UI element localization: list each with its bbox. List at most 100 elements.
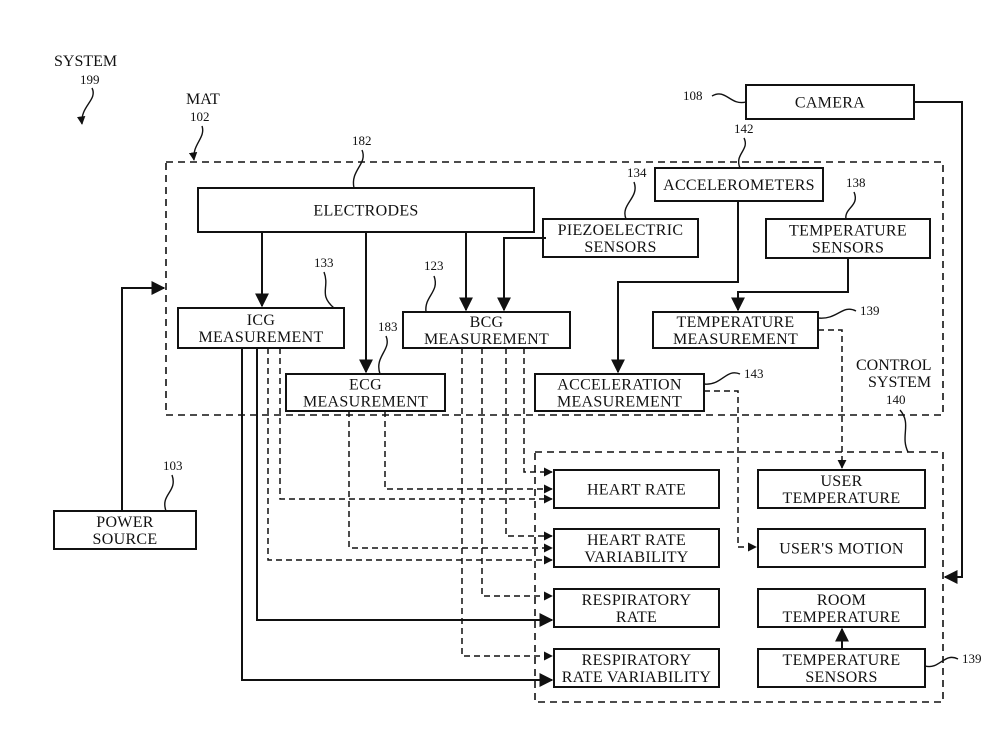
ref-icg: 133 — [314, 255, 334, 270]
block-piezo-box — [542, 218, 699, 258]
dash-ecg-hrv — [348, 411, 553, 553]
leader-power — [164, 474, 174, 512]
leader-temp-sensors-ctrl — [924, 656, 959, 668]
leader-ecg — [378, 335, 388, 375]
block-camera-label-1: CAMERA — [795, 95, 865, 112]
block-temp-sensors-mat-box — [765, 218, 931, 259]
line-tempsensors-tempmeas — [731, 258, 849, 312]
block-temp-meas-label-2: MEASUREMENT — [673, 331, 798, 348]
mat-ref: 102 — [190, 109, 210, 124]
mat-label: MAT — [186, 91, 220, 108]
block-user-motion-label-1: USER'S MOTION — [779, 541, 904, 558]
ref-bcg: 123 — [424, 258, 444, 273]
ref-ecg: 183 — [378, 319, 398, 334]
block-resp-rate-label-1: RESPIRATORY — [582, 592, 692, 609]
line-piezo-bcg — [497, 237, 546, 312]
ref-accel-meas: 143 — [744, 366, 764, 381]
block-room-temp-box — [757, 588, 926, 628]
control-system-label-line1: CONTROL — [856, 357, 932, 374]
block-piezo-label-2: SENSORS — [584, 239, 656, 256]
leader-camera — [711, 93, 747, 104]
block-power-label-2: SOURCE — [93, 531, 158, 548]
solid-connections — [121, 101, 963, 687]
control-system-label-line2: SYSTEM — [868, 374, 931, 391]
line-power-mat — [121, 281, 166, 511]
block-room-temp-label-2: TEMPERATURE — [783, 609, 901, 626]
mat-leader — [188, 125, 204, 161]
dash-bcg-heartrate — [523, 348, 553, 477]
ref-accelerometers: 142 — [734, 121, 754, 136]
dash-tempmeas-usertemp — [818, 329, 847, 469]
block-icg-label-2: MEASUREMENT — [198, 329, 323, 346]
block-temp-sensors-ctrl-label-1: TEMPERATURE — [783, 652, 901, 669]
dash-icg-hrv — [267, 348, 553, 565]
block-hrv-label-1: HEART RATE — [587, 532, 686, 549]
block-accelerometers: ACCELEROMETERS — [654, 167, 824, 202]
block-temp-meas-box — [652, 311, 819, 349]
block-bcg-box — [402, 311, 571, 349]
block-power-box — [53, 510, 197, 550]
block-electrodes: ELECTRODES — [197, 187, 535, 233]
blocks-group: CAMERAACCELEROMETERSELECTRODESPIEZOELECT… — [53, 84, 931, 688]
dash-bcg-rrv — [461, 348, 553, 661]
ref-piezo: 134 — [627, 165, 647, 180]
block-resp-rate-box — [553, 588, 720, 628]
leader-accel-meas — [703, 372, 741, 385]
block-bcg-label-1: BCG — [470, 314, 504, 331]
block-accel-meas-box — [534, 373, 705, 412]
dashed-connections — [267, 329, 847, 661]
block-heart-rate-box — [553, 469, 720, 509]
leader-bcg — [425, 275, 436, 313]
block-rrv-label-1: RESPIRATORY — [582, 652, 692, 669]
block-resp-rate-label-2: RATE — [616, 609, 657, 626]
block-heart-rate-label-1: HEART RATE — [587, 482, 686, 499]
block-accel-meas-label-1: ACCELERATION — [557, 377, 682, 394]
ref-temp-meas: 139 — [860, 303, 880, 318]
dash-ecg-heartrate — [384, 411, 553, 494]
block-accel-meas-label-2: MEASUREMENT — [557, 394, 682, 411]
block-ecg-label-1: ECG — [349, 377, 382, 394]
block-user-motion: USER'S MOTION — [757, 528, 926, 568]
ref-temp-sensors-ctrl: 139 — [962, 651, 982, 666]
control-system-leader — [899, 409, 909, 453]
dash-accelmeas-motion — [704, 390, 757, 552]
block-icg-label-1: ICG — [247, 312, 276, 329]
block-temp-meas-label-1: TEMPERATURE — [677, 314, 795, 331]
block-temp-sensors-ctrl-label-2: SENSORS — [805, 669, 877, 686]
leader-piezo — [624, 181, 636, 220]
block-electrodes-box — [197, 187, 535, 233]
block-user-motion-box — [757, 528, 926, 568]
line-icg-rrv — [241, 348, 554, 687]
leader-icg — [323, 271, 335, 309]
block-ecg-box — [285, 373, 446, 412]
leader-temp-sensors-mat — [845, 191, 856, 220]
dash-bcg-hrv — [505, 348, 553, 541]
block-user-temp-label-1: USER — [820, 473, 862, 490]
block-ecg-label-2: MEASUREMENT — [303, 394, 428, 411]
block-temp-sensors-mat-label-2: SENSORS — [812, 240, 884, 257]
dash-bcg-resprate — [481, 348, 553, 601]
block-heart-rate: HEART RATE — [553, 469, 720, 509]
line-camera-control — [914, 101, 963, 584]
leader-temp-meas — [817, 308, 857, 319]
block-rrv-box — [553, 648, 720, 688]
block-room-temp-label-1: ROOM — [817, 592, 866, 609]
leader-accelerometers — [737, 137, 747, 169]
ref-power: 103 — [163, 458, 183, 473]
block-accelerometers-label-1: ACCELEROMETERS — [663, 177, 815, 194]
block-rrv-label-2: RATE VARIABILITY — [562, 669, 712, 686]
block-hrv-box — [553, 528, 720, 568]
control-system-region — [534, 451, 944, 703]
dash-icg-heartrate — [279, 348, 553, 504]
